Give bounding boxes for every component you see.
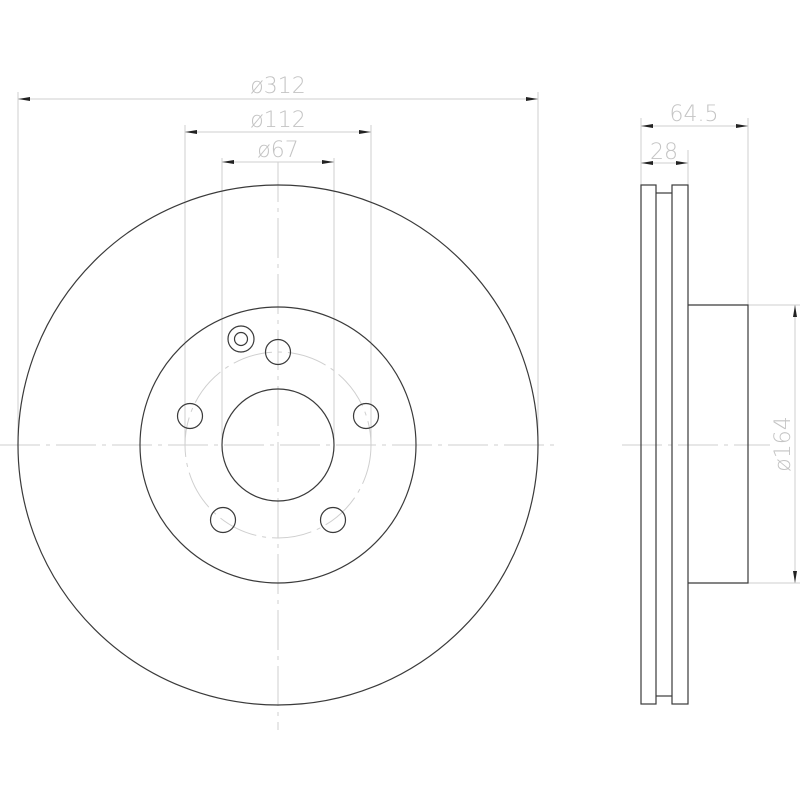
label-total-height: 64.5 [670, 102, 719, 127]
bolt-hole-2 [352, 402, 380, 430]
center-bore [221, 388, 335, 502]
label-center-bore-diameter: ø67 [257, 138, 298, 163]
label-outer-diameter: ø312 [250, 74, 305, 99]
dimension-disc-thickness: 28 [641, 140, 688, 165]
label-disc-thickness: 28 [650, 140, 678, 165]
dimension-bolt-circle: ø112 [185, 108, 371, 134]
outer-friction-plate [640, 184, 657, 705]
dimension-hub-diameter: ø164 [748, 304, 800, 584]
disc-profile [640, 184, 689, 705]
label-hub-diameter: ø164 [771, 416, 796, 471]
inner-friction-plate [671, 184, 689, 705]
dimension-center-bore: ø67 [222, 138, 334, 164]
dimension-total-height: 64.5 [641, 102, 748, 128]
bolt-hole-1 [264, 338, 292, 366]
bolt-hole-5 [176, 402, 204, 430]
side-view: 64.5 28 ø164 [622, 102, 800, 705]
bolt-hole-4 [209, 506, 237, 534]
disc-outer-edge [17, 184, 539, 706]
bolt-hole-3 [319, 506, 347, 534]
hub-profile [688, 304, 749, 584]
label-bolt-circle-diameter: ø112 [250, 108, 305, 133]
dimension-outer-diameter: ø312 [18, 74, 538, 101]
front-view: ø312 ø112 ø67 [0, 74, 560, 730]
hub-edge [139, 306, 417, 584]
locating-hole [227, 325, 255, 353]
bolt-circle [184, 351, 372, 539]
